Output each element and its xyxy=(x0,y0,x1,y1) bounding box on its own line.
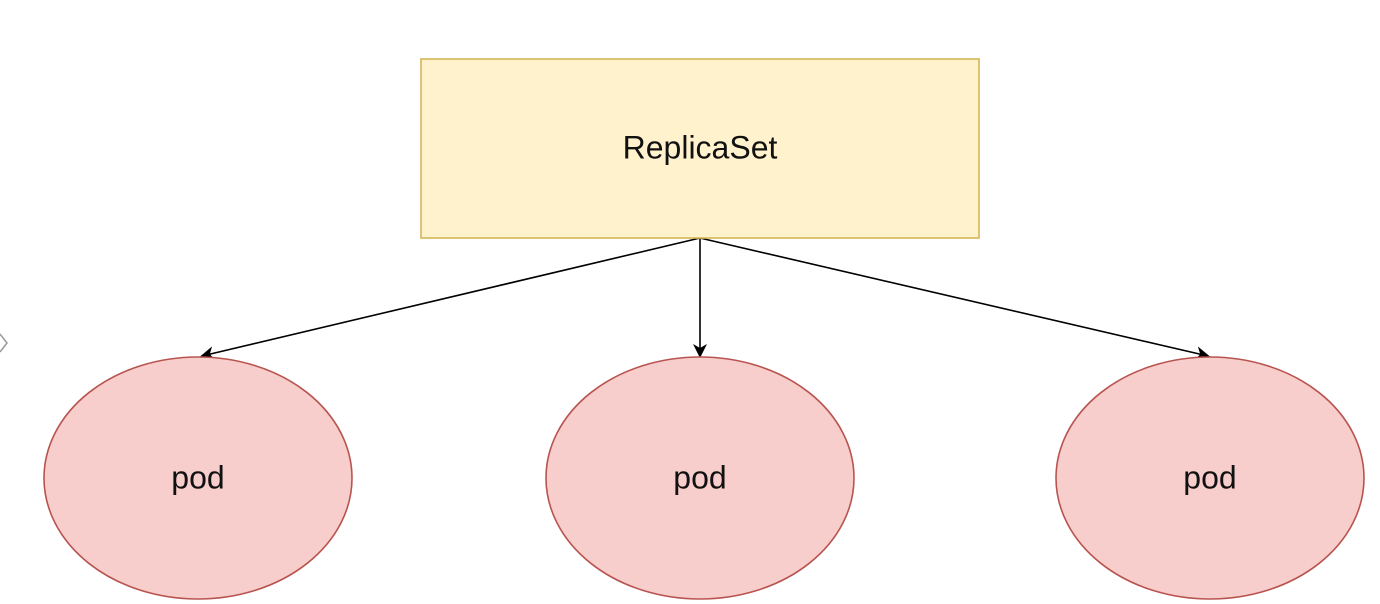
pod-node-3: pod xyxy=(1055,356,1365,600)
edge-root-to-pod-3 xyxy=(699,237,1210,361)
replicaset-node: ReplicaSet xyxy=(420,58,980,239)
pod-node-1: pod xyxy=(43,356,353,600)
pod-node-2: pod xyxy=(545,356,855,600)
edge-root-to-pod-1 xyxy=(200,237,701,361)
pod-label: pod xyxy=(1183,459,1236,495)
pod-label: pod xyxy=(171,459,224,495)
clipped-edge-mark xyxy=(0,333,8,353)
pod-label: pod xyxy=(673,459,726,495)
replicaset-label: ReplicaSet xyxy=(623,129,778,165)
replicaset-box xyxy=(420,58,980,239)
pod-ellipse xyxy=(1055,356,1365,600)
pod-ellipse xyxy=(43,356,353,600)
edges xyxy=(200,237,1210,361)
pod-ellipse xyxy=(545,356,855,600)
